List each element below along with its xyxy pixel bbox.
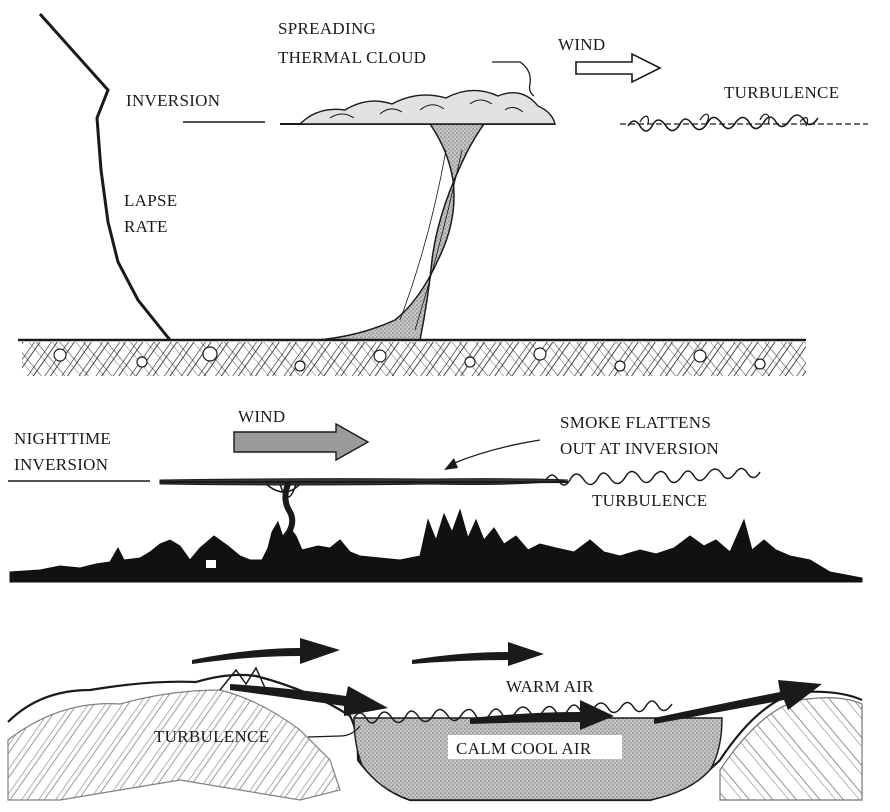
- label-wind-top: WIND: [558, 35, 605, 54]
- bottom-panel: [8, 638, 862, 800]
- label-out-at-inversion: OUT AT INVERSION: [560, 439, 719, 458]
- wind-arrow-grey: [234, 424, 368, 460]
- label-turbulence-middle: TURBULENCE: [592, 491, 707, 510]
- warm-air-arrow-1: [192, 638, 340, 664]
- middle-panel: [8, 424, 862, 582]
- cloud-leader-line: [492, 62, 534, 96]
- label-nighttime: NIGHTTIME: [14, 429, 111, 448]
- label-lapse: LAPSE: [124, 191, 177, 210]
- lapse-rate-curve: [40, 14, 170, 340]
- label-turbulence-bottom: TURBULENCE: [154, 727, 269, 746]
- label-spreading: SPREADING: [278, 19, 376, 38]
- label-inversion: INVERSION: [126, 91, 220, 110]
- skyline-silhouette: [10, 510, 862, 582]
- turbulence-leader-line: [308, 726, 360, 737]
- middle-turbulence-squiggle: [546, 468, 760, 485]
- thermal-plume: [318, 124, 484, 340]
- smoke-leader-line: [452, 440, 540, 464]
- turbulence-squiggle: [628, 115, 818, 131]
- label-rate: RATE: [124, 217, 168, 236]
- house-window: [206, 560, 216, 568]
- wind-arrow-outline: [576, 54, 660, 82]
- label-smoke-flattens: SMOKE FLATTENS: [560, 413, 711, 432]
- warm-air-arrow-2: [412, 642, 544, 666]
- label-calm-cool-air: CALM COOL AIR: [456, 739, 592, 758]
- label-thermal-cloud: THERMAL CLOUD: [278, 48, 426, 67]
- label-warm-air: WARM AIR: [506, 677, 594, 696]
- label-turbulence-top: TURBULENCE: [724, 83, 839, 102]
- right-hill-terrain: [720, 698, 862, 800]
- label-wind-middle: WIND: [238, 407, 285, 426]
- spreading-thermal-cloud: [300, 90, 555, 124]
- label-nighttime-inversion: INVERSION: [14, 455, 108, 474]
